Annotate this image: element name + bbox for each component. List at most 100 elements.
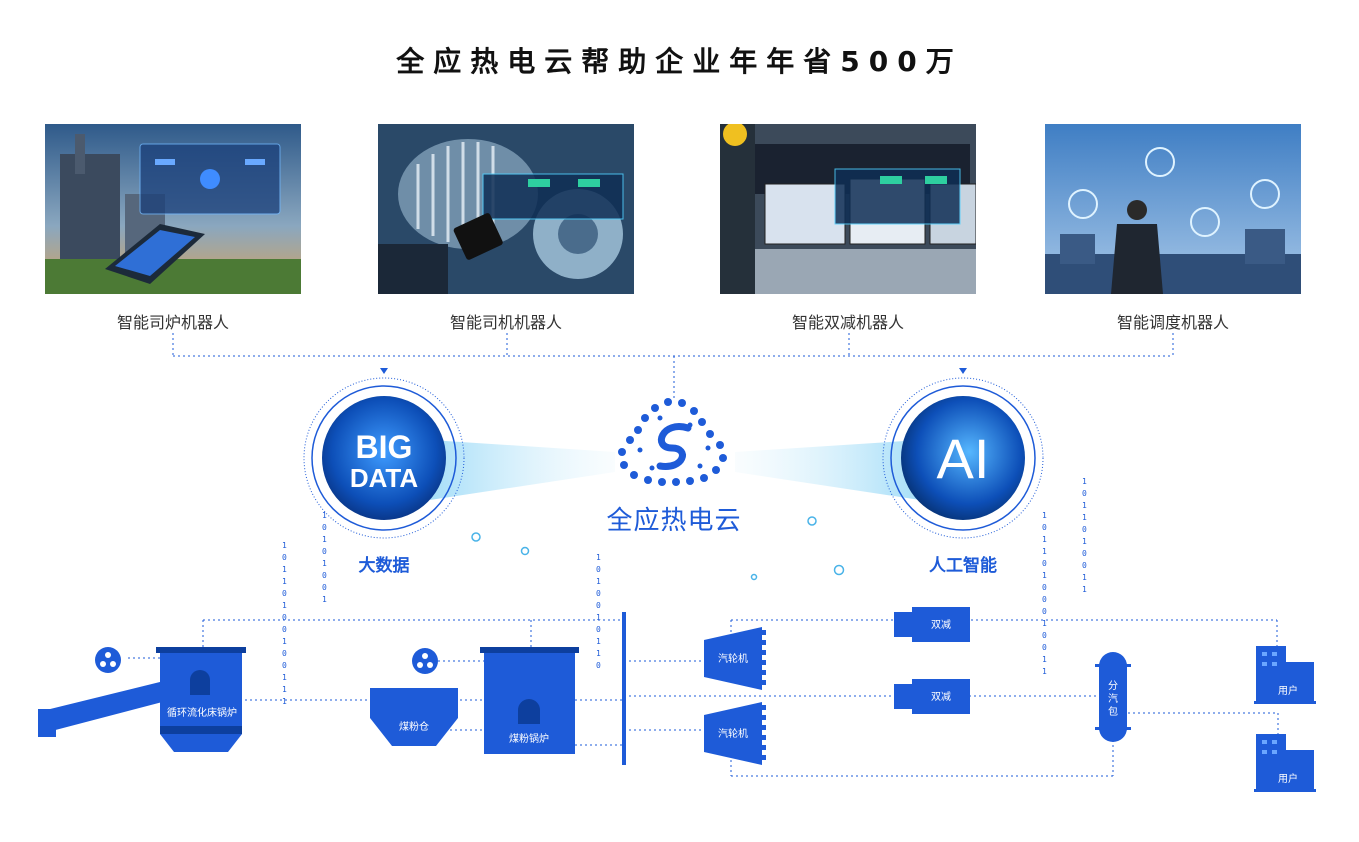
svg-text:0: 0 bbox=[1082, 525, 1087, 534]
reducer-robot-photo bbox=[720, 124, 976, 294]
svg-text:1: 1 bbox=[1082, 585, 1087, 594]
svg-text:1: 1 bbox=[282, 565, 287, 574]
reducer-robot-label: 智能双减机器人 bbox=[791, 313, 904, 332]
reducer-1 bbox=[894, 607, 970, 642]
ai-caption: 人工智能 bbox=[929, 556, 997, 576]
coal-bin-label: 煤粉仓 bbox=[399, 720, 429, 733]
svg-text:1: 1 bbox=[1042, 571, 1047, 580]
svg-text:0: 0 bbox=[282, 589, 287, 598]
svg-text:1: 1 bbox=[322, 535, 327, 544]
svg-text:0: 0 bbox=[1042, 559, 1047, 568]
boiler-robot-label: 智能司炉机器人 bbox=[116, 313, 229, 332]
svg-text:0: 0 bbox=[596, 601, 601, 610]
svg-text:0: 0 bbox=[596, 589, 601, 598]
steam-drum bbox=[1095, 652, 1131, 742]
turbine-1-label: 汽轮机 bbox=[718, 652, 748, 665]
robot-connector bbox=[172, 333, 1174, 398]
boiler-robot-photo bbox=[45, 124, 301, 294]
pc-boiler bbox=[480, 647, 579, 754]
svg-text:1: 1 bbox=[1082, 537, 1087, 546]
svg-text:1: 1 bbox=[596, 637, 601, 646]
svg-text:1: 1 bbox=[282, 685, 287, 694]
turbine-robot-photo bbox=[378, 124, 634, 294]
svg-text:0: 0 bbox=[322, 547, 327, 556]
svg-text:0: 0 bbox=[1082, 549, 1087, 558]
turbine-2 bbox=[704, 702, 766, 765]
steam-drum-label-1: 分 bbox=[1108, 680, 1118, 692]
svg-text:0: 0 bbox=[322, 523, 327, 532]
ai-text: AI bbox=[937, 427, 990, 490]
steam-drum-label-3: 包 bbox=[1108, 705, 1118, 718]
svg-text:1: 1 bbox=[1082, 501, 1087, 510]
svg-text:0: 0 bbox=[282, 625, 287, 634]
svg-text:0: 0 bbox=[282, 661, 287, 670]
reducer-1-label: 双减 bbox=[931, 619, 951, 631]
svg-text:0: 0 bbox=[596, 565, 601, 574]
reducer-2-label: 双减 bbox=[931, 691, 951, 703]
user-building-1 bbox=[1254, 646, 1316, 704]
svg-text:0: 0 bbox=[1042, 607, 1047, 616]
svg-text:0: 0 bbox=[596, 661, 601, 670]
user-1-label: 用户 bbox=[1278, 684, 1298, 697]
svg-text:1: 1 bbox=[322, 595, 327, 604]
svg-text:1: 1 bbox=[282, 697, 287, 706]
svg-text:0: 0 bbox=[282, 649, 287, 658]
ai-orb bbox=[882, 368, 1044, 539]
steam-drum-label-2: 汽 bbox=[1108, 692, 1118, 705]
svg-text:1: 1 bbox=[596, 577, 601, 586]
svg-text:1: 1 bbox=[282, 637, 287, 646]
cfb-boiler bbox=[38, 647, 246, 752]
bigdata-caption: 大数据 bbox=[358, 556, 410, 576]
binary-streams: 1 0 1 1 0 1 0 0 1 0 0 1 1 1 1 0 1 0 1 0 0 1 1 0 1 1 0 1 0 0 0 1… bbox=[282, 477, 1087, 706]
svg-text:1: 1 bbox=[1082, 573, 1087, 582]
dispatch-robot-label: 智能调度机器人 bbox=[1116, 313, 1229, 332]
svg-text:0: 0 bbox=[322, 583, 327, 592]
svg-text:1: 1 bbox=[322, 511, 327, 520]
svg-text:0: 0 bbox=[1042, 643, 1047, 652]
svg-text:1: 1 bbox=[596, 649, 601, 658]
svg-text:1: 1 bbox=[1042, 667, 1047, 676]
cloud-logo-icon bbox=[618, 398, 727, 486]
svg-text:1: 1 bbox=[596, 613, 601, 622]
svg-text:1: 1 bbox=[1082, 477, 1087, 486]
bigdata-beam bbox=[430, 440, 615, 500]
svg-text:0: 0 bbox=[1082, 561, 1087, 570]
svg-text:1: 1 bbox=[282, 577, 287, 586]
svg-text:1: 1 bbox=[1042, 511, 1047, 520]
svg-text:1: 1 bbox=[1042, 655, 1047, 664]
svg-text:1: 1 bbox=[1042, 535, 1047, 544]
svg-text:0: 0 bbox=[1042, 523, 1047, 532]
svg-text:0: 0 bbox=[282, 553, 287, 562]
svg-text:1: 1 bbox=[322, 559, 327, 568]
user-building-2 bbox=[1254, 734, 1316, 792]
svg-text:0: 0 bbox=[596, 625, 601, 634]
coal-bin bbox=[370, 648, 458, 746]
svg-text:1: 1 bbox=[1042, 619, 1047, 628]
page-title: 全应热电云帮助企业年年省500万 bbox=[396, 45, 963, 78]
ai-beam bbox=[735, 440, 920, 500]
svg-text:1: 1 bbox=[1082, 513, 1087, 522]
turbine-2-label: 汽轮机 bbox=[718, 727, 748, 740]
bigdata-line2: DATA bbox=[350, 463, 419, 493]
reducer-2 bbox=[894, 679, 970, 714]
svg-text:1: 1 bbox=[1042, 547, 1047, 556]
svg-text:0: 0 bbox=[1042, 631, 1047, 640]
dispatch-robot-photo bbox=[1045, 124, 1301, 294]
bigdata-orb bbox=[303, 368, 465, 539]
svg-text:0: 0 bbox=[1082, 489, 1087, 498]
turbine-1 bbox=[704, 627, 766, 690]
svg-text:1: 1 bbox=[282, 541, 287, 550]
data-bubbles bbox=[471, 516, 845, 581]
svg-text:1: 1 bbox=[282, 673, 287, 682]
svg-text:1: 1 bbox=[596, 553, 601, 562]
pc-boiler-label: 煤粉锅炉 bbox=[509, 732, 549, 745]
bigdata-line1: BIG bbox=[356, 429, 413, 465]
cfb-boiler-label: 循环流化床锅炉 bbox=[167, 706, 237, 719]
cloud-caption: 全应热电云 bbox=[606, 506, 742, 536]
svg-text:0: 0 bbox=[1042, 595, 1047, 604]
turbine-robot-label: 智能司机机器人 bbox=[449, 313, 562, 332]
svg-text:0: 0 bbox=[1042, 583, 1047, 592]
user-2-label: 用户 bbox=[1278, 772, 1298, 785]
svg-text:1: 1 bbox=[282, 601, 287, 610]
